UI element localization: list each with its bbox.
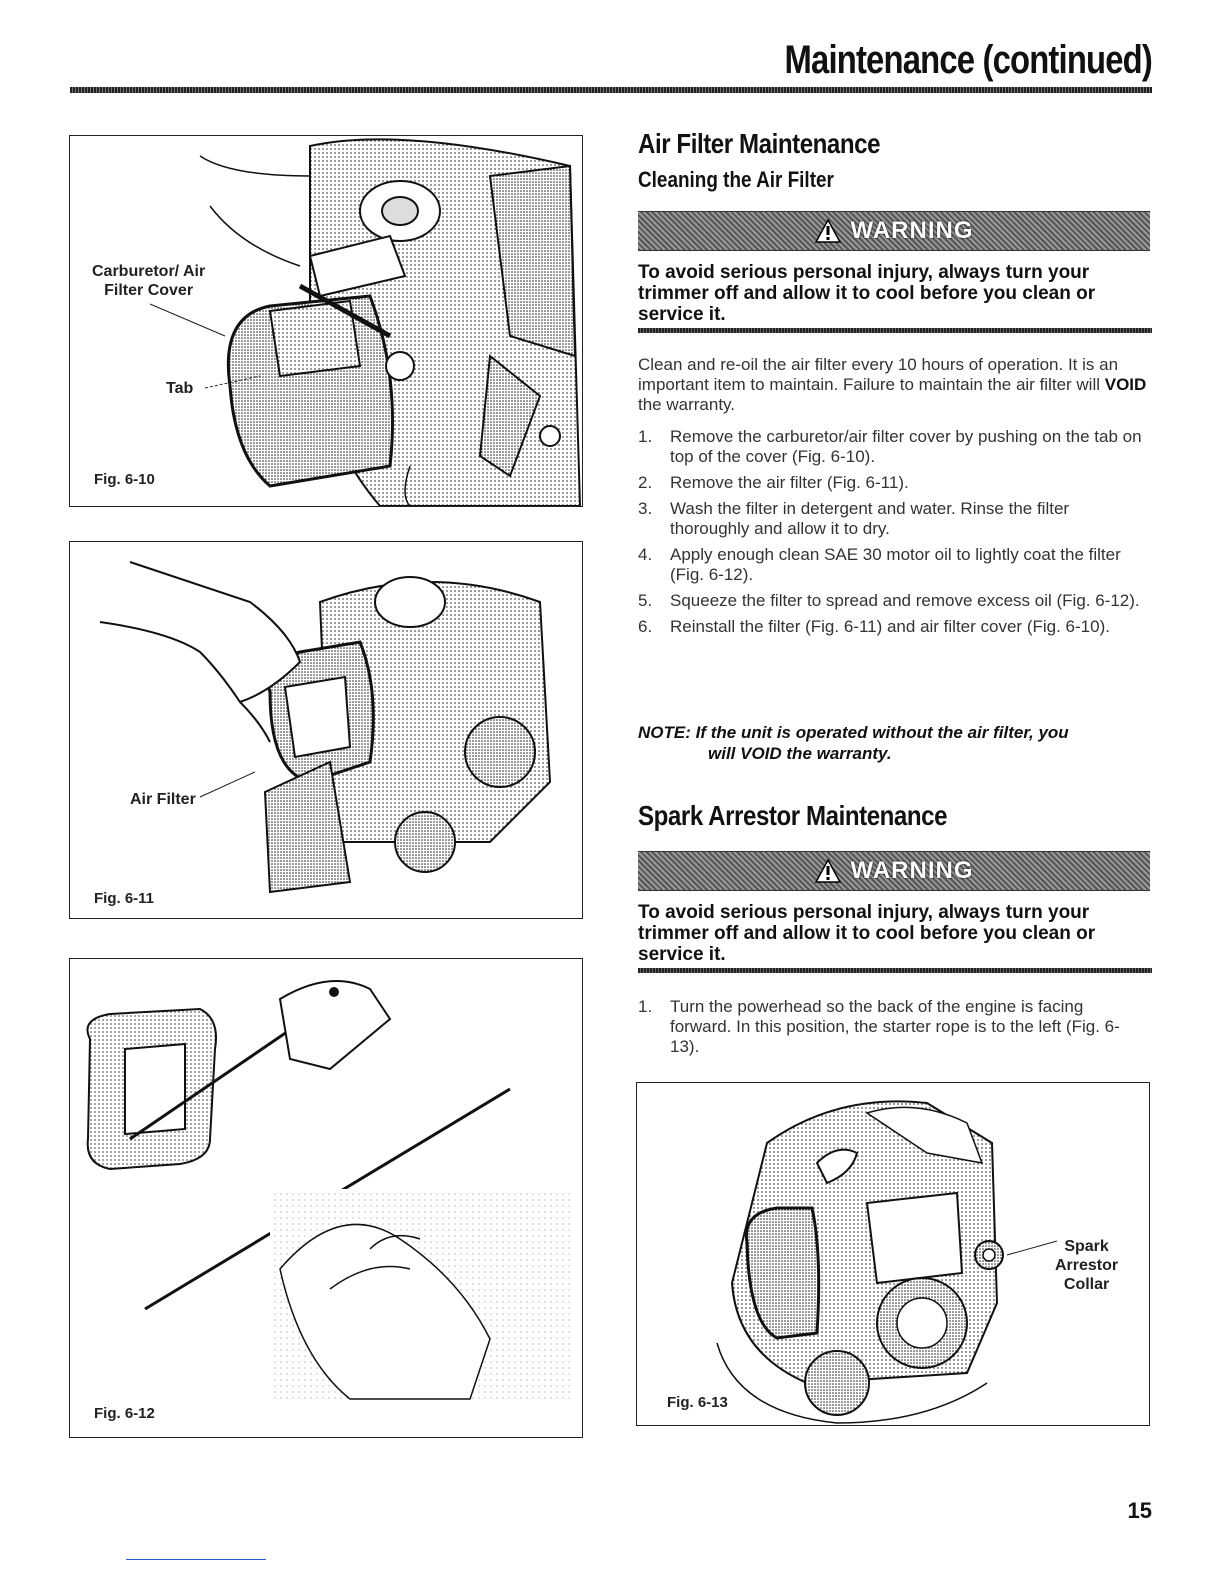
step-item: 4. Apply enough clean SAE 30 motor oil to… bbox=[638, 545, 1142, 585]
figure-6-12: Fig. 6-12 bbox=[69, 958, 583, 1438]
figure-6-11: Air Filter Fig. 6-11 bbox=[69, 541, 583, 919]
step-item: 2. Remove the air filter (Fig. 6-11). bbox=[638, 473, 1142, 493]
step-item: 3. Wash the filter in detergent and water… bbox=[638, 499, 1142, 539]
step-number: 4. bbox=[638, 545, 653, 564]
step-text: Remove the air filter (Fig. 6-11). bbox=[670, 473, 909, 492]
header-rule bbox=[70, 87, 1152, 93]
step-text: Apply enough clean SAE 30 motor oil to l… bbox=[670, 545, 1121, 584]
cleaning-subheading: Cleaning the Air Filter bbox=[638, 167, 834, 192]
figure-label: Fig. 6-10 bbox=[94, 471, 155, 488]
carburetor-cover-illustration bbox=[149, 138, 582, 506]
step-text: Remove the carburetor/air filter cover b… bbox=[670, 427, 1142, 466]
bottom-line bbox=[126, 1559, 266, 1560]
warning-text: To avoid serious personal injury, always… bbox=[638, 902, 1096, 965]
warning-banner: WARNING bbox=[638, 211, 1150, 251]
figure-6-13: Spark Arrestor Collar Fig. 6-13 bbox=[636, 1082, 1150, 1426]
step-item: 1. Remove the carburetor/air filter cover… bbox=[638, 427, 1142, 467]
figure-label: Fig. 6-12 bbox=[94, 1405, 155, 1422]
figure-6-10: Carburetor/ Air Filter Cover Tab Fig. 6-… bbox=[69, 135, 583, 507]
spark-arrestor-steps: 1. Turn the powerhead so the back of the … bbox=[638, 997, 1142, 1063]
air-filter-heading: Air Filter Maintenance bbox=[638, 128, 881, 159]
callout-tab: Tab bbox=[166, 380, 194, 397]
step-item: 6. Reinstall the filter (Fig. 6-11) and a… bbox=[638, 617, 1142, 637]
warning-triangle-icon bbox=[814, 219, 841, 243]
step-text: Wash the filter in detergent and water. … bbox=[670, 499, 1070, 538]
intro-paragraph: Clean and re-oil the air filter every 10… bbox=[638, 355, 1147, 414]
warning-text: To avoid serious personal injury, always… bbox=[638, 262, 1096, 325]
warning-label: WARNING bbox=[850, 217, 974, 244]
step-number: 5. bbox=[638, 591, 653, 610]
warning-banner: WARNING bbox=[638, 851, 1150, 891]
spark-arrestor-heading: Spark Arrestor Maintenance bbox=[638, 800, 948, 831]
step-item: 5. Squeeze the filter to spread and remov… bbox=[638, 591, 1142, 611]
spark-arrestor-illustration bbox=[716, 1100, 1058, 1424]
warning-rule bbox=[638, 328, 1152, 333]
step-text: Squeeze the filter to spread and remove … bbox=[670, 591, 1140, 610]
step-text: Turn the powerhead so the back of the en… bbox=[670, 997, 1120, 1056]
callout-spark-arrestor: Spark Arrestor Collar bbox=[1055, 1238, 1119, 1293]
page-title: Maintenance (continued) bbox=[784, 38, 1153, 82]
warning-rule bbox=[638, 968, 1152, 973]
step-number: 6. bbox=[638, 617, 653, 636]
step-number: 1. bbox=[638, 997, 653, 1016]
figure-label: Fig. 6-13 bbox=[667, 1394, 728, 1411]
note: NOTE: If the unit is operated without th… bbox=[638, 723, 1069, 763]
oiling-filter-illustration bbox=[86, 980, 570, 1400]
page-number: 15 bbox=[1127, 1498, 1152, 1523]
figure-label: Fig. 6-11 bbox=[94, 890, 155, 907]
warning-label: WARNING bbox=[850, 857, 974, 884]
step-text: Reinstall the filter (Fig. 6-11) and air… bbox=[670, 617, 1110, 636]
step-number: 2. bbox=[638, 473, 653, 492]
callout-carburetor-cover: Carburetor/ Air Filter Cover bbox=[92, 263, 206, 299]
step-number: 1. bbox=[638, 427, 653, 446]
step-number: 3. bbox=[638, 499, 653, 518]
air-filter-illustration bbox=[99, 561, 552, 894]
step-item: 1. Turn the powerhead so the back of the … bbox=[638, 997, 1142, 1057]
callout-air-filter: Air Filter bbox=[130, 791, 196, 808]
warning-triangle-icon bbox=[814, 859, 841, 883]
air-filter-steps: 1. Remove the carburetor/air filter cover… bbox=[638, 427, 1142, 643]
